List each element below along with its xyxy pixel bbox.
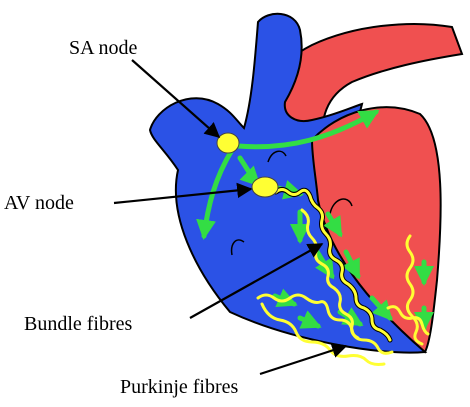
- av-node: [252, 177, 278, 197]
- sa-node: [217, 133, 239, 153]
- purkinje-fibres-pointer: [260, 346, 346, 374]
- bundle-fibres-label: Bundle fibres: [24, 314, 132, 334]
- sa-node-label: SA node: [69, 38, 137, 58]
- av-node-label: AV node: [4, 193, 74, 213]
- purkinje-fibres-label: Purkinje fibres: [120, 377, 238, 397]
